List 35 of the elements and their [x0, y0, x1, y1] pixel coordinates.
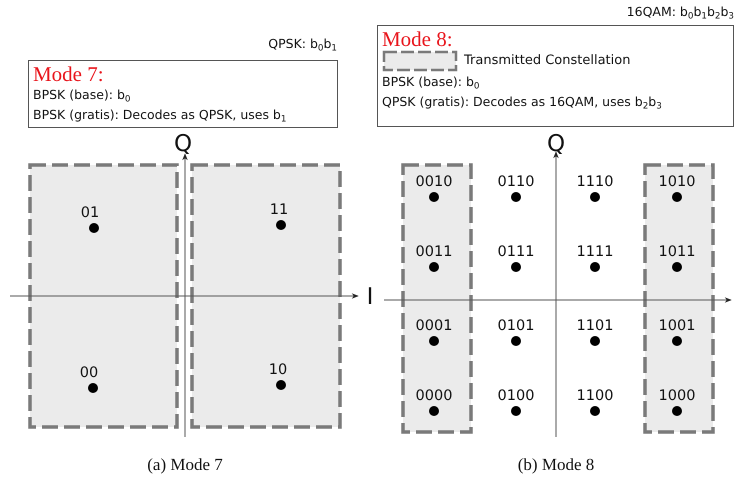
symbol-bits: 1011 — [658, 245, 696, 260]
constellation-bit-label: 16QAM: b$_{0}$b$_{1}$b$_{2}$b$_{3}$ — [626, 6, 734, 18]
symbol-bits: 0010 — [416, 175, 452, 190]
legend-text: BPSK (base): b$_{0}$ — [382, 73, 480, 92]
subfigure-caption: (b) Mode 8 — [518, 456, 594, 473]
axis-label: Q — [546, 133, 566, 156]
symbol-bits: 1000 — [658, 389, 696, 404]
subfigure-caption: (a) Mode 7 — [147, 456, 223, 473]
symbol-bits: 0110 — [498, 175, 534, 190]
legend-text: QPSK (gratis): Decodes as 16QAM, uses b$_{2}$b$_{3}$ — [382, 93, 663, 112]
symbol-bits: 1110 — [576, 175, 614, 190]
symbol-bits: 0011 — [416, 245, 452, 260]
mode-heading: Mode 8: — [382, 28, 454, 50]
symbol-bits: 01 — [80, 206, 100, 220]
axis-label: Q — [174, 133, 192, 156]
symbol-bits: 11 — [270, 203, 288, 218]
symbol-bits: 1001 — [658, 319, 696, 334]
symbol-bits: 1100 — [576, 389, 614, 404]
legend-text: BPSK (base): b$_{0}$ — [33, 86, 132, 105]
legend-box — [28, 60, 338, 128]
symbol-bits: 1010 — [658, 175, 696, 190]
symbol-bits: 10 — [268, 363, 288, 378]
symbol-bits: 1101 — [576, 319, 614, 334]
symbol-bits: 0000 — [416, 389, 452, 404]
legend-label: Transmitted Constellation — [464, 52, 630, 70]
mode-heading: Mode 7: — [33, 63, 105, 85]
symbol-bits: 00 — [80, 366, 98, 380]
legend-text: BPSK (gratis): Decodes as QPSK, uses b$_{1}$ — [33, 106, 288, 125]
symbol-bits: 0100 — [498, 389, 534, 404]
symbol-bits: 1111 — [576, 245, 614, 260]
symbol-bits: 0001 — [416, 319, 452, 334]
symbol-bits: 0101 — [498, 319, 534, 334]
symbol-bits: 0111 — [498, 245, 534, 260]
axis-label: I — [366, 286, 374, 309]
legend-box — [377, 25, 734, 127]
